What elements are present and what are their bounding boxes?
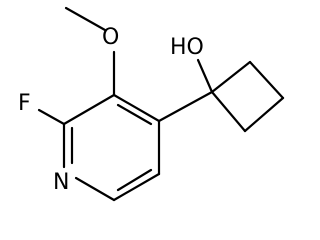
bond-cb-4 (210, 90, 247, 133)
bond-c3-c4 (112, 93, 161, 123)
bond-c5-c6 (112, 172, 161, 202)
bond-cb-3 (243, 96, 285, 133)
bond-c6-n1 (74, 176, 116, 202)
bond-cb-1 (210, 60, 252, 94)
bond-c2-c3 (62, 93, 116, 126)
bond-c2-fluorine (37, 108, 66, 126)
bond-c4-quaternary (157, 90, 214, 123)
hydroxyl-label: HO (170, 35, 204, 60)
bond-cb-2 (248, 60, 285, 100)
bond-oxygen-methyl (64, 6, 107, 32)
methoxy-oxygen-label: O (102, 25, 119, 50)
bond-quaternary-hydroxyl (196, 58, 214, 94)
fluorine-label: F (18, 91, 31, 116)
pyridine-ring (62, 93, 161, 202)
nitrogen-label: N (53, 170, 69, 195)
bond-c3-c4-inner (116, 103, 153, 126)
cyclobutane-ring (210, 60, 285, 133)
bond-c5-c6-inner (116, 168, 153, 192)
molecule-structure: F N O HO (18, 6, 285, 202)
